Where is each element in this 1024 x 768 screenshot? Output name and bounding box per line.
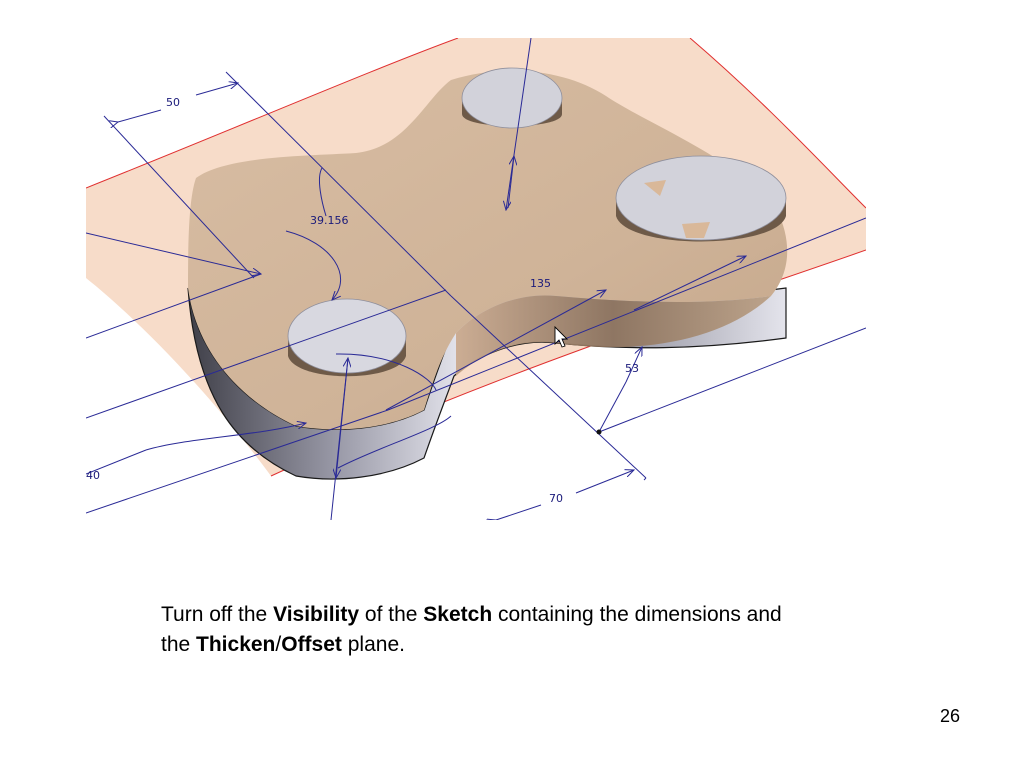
- dimension-70-label: 70: [549, 492, 563, 505]
- caption-text: the: [161, 633, 197, 656]
- offset-plane-edge-right: [689, 38, 866, 209]
- sketch-term: Sketch: [423, 603, 493, 626]
- mouse-pointer-icon: [554, 325, 569, 348]
- boss-left: [287, 298, 407, 377]
- boss-top: [461, 67, 563, 129]
- dimension-40-label: 40: [86, 469, 100, 482]
- offset-term: Offset: [281, 633, 342, 656]
- caption-text: containing the dimensions and: [492, 603, 782, 626]
- thicken-term: Thicken: [196, 633, 276, 656]
- boss-right: [615, 155, 787, 242]
- caption-text: of the: [359, 603, 424, 626]
- cad-viewport: 50 39.156 135 53 40 70: [86, 38, 866, 520]
- sketch-point: [596, 429, 602, 435]
- caption-text: Turn off the: [161, 603, 274, 626]
- dimension-39-156-label: 39.156: [310, 214, 349, 227]
- instruction-caption: Turn off the Visibility of the Sketch co…: [161, 600, 941, 660]
- part-inner-notch-face: [456, 295, 771, 376]
- dimension-50-label: 50: [166, 96, 180, 109]
- caption-slash: /: [275, 633, 282, 656]
- dimension-135-label: 135: [530, 277, 551, 290]
- caption-text: plane.: [341, 633, 405, 656]
- offset-plane-edge-top: [86, 38, 459, 189]
- dimension-53-label: 53: [625, 362, 639, 375]
- cad-model-figure: 50 39.156 135 53 40 70: [86, 38, 866, 520]
- dimension-sketch: [86, 38, 866, 520]
- page-number: 26: [940, 706, 961, 726]
- visibility-term: Visibility: [273, 603, 360, 626]
